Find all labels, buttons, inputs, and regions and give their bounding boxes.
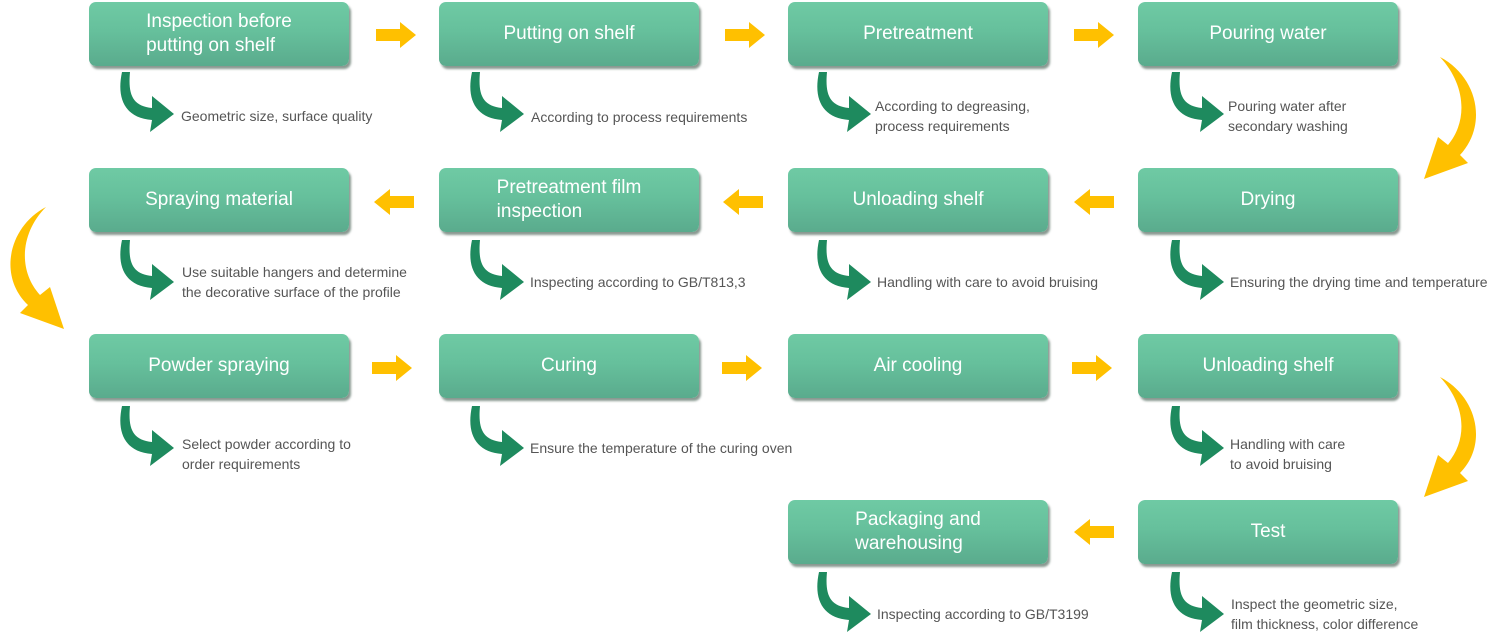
note-line: process requirements: [875, 118, 1010, 134]
step-curing: Curing: [439, 334, 699, 398]
note-line: secondary washing: [1228, 118, 1348, 134]
step-label: inspection: [496, 201, 583, 222]
note-line: the decorative surface of the profile: [182, 284, 401, 300]
step-note: Handling with care to avoid bruising: [1230, 434, 1345, 474]
step-note: Ensuring the drying time and temperature: [1230, 272, 1488, 292]
note-line: Ensure the temperature of the curing ove…: [530, 440, 793, 456]
step-note: According to process requirements: [531, 107, 747, 127]
flow-arrow-left-icon: [1074, 519, 1114, 545]
step-note: Handling with care to avoid bruising: [877, 272, 1098, 292]
note-line: Handling with care: [1230, 436, 1346, 452]
note-line: Inspect the geometric size,: [1231, 596, 1398, 612]
note-line: Ensuring the drying time and temperature: [1230, 274, 1488, 290]
step-packaging-warehousing: Packaging and warehousing: [788, 500, 1048, 564]
curved-flow-arrow-down-icon: [10, 207, 64, 329]
flow-arrow-right-icon: [1074, 22, 1114, 48]
note-arrow-icon: [817, 72, 871, 132]
step-air-cooling: Air cooling: [788, 334, 1048, 398]
note-line: Geometric size, surface quality: [181, 108, 373, 124]
note-arrow-icon: [1170, 572, 1224, 632]
step-label: Pretreatment: [863, 23, 973, 44]
step-note: Ensure the temperature of the curing ove…: [530, 438, 792, 458]
flow-arrow-right-icon: [722, 355, 762, 381]
step-note: Use suitable hangers and determine the de…: [182, 262, 407, 302]
step-note: According to degreasing, process requirem…: [875, 96, 1030, 136]
flow-arrow-left-icon: [374, 189, 414, 215]
step-pouring-water: Pouring water: [1138, 2, 1398, 66]
step-note: Geometric size, surface quality: [181, 106, 372, 126]
step-label: Pretreatment film: [496, 177, 642, 198]
step-label: Spraying material: [145, 189, 293, 210]
note-arrow-icon: [120, 240, 174, 300]
note-arrow-icon: [470, 240, 524, 300]
note-arrow-icon: [120, 72, 174, 132]
step-note: Select powder according to order requirem…: [182, 434, 351, 474]
step-note: Pouring water after secondary washing: [1228, 96, 1348, 136]
step-powder-spraying: Powder spraying: [89, 334, 349, 398]
note-line: Handling with care to avoid bruising: [877, 274, 1099, 290]
step-unloading-shelf-2: Unloading shelf: [1138, 334, 1398, 398]
flow-arrow-right-icon: [1072, 355, 1112, 381]
note-arrow-icon: [817, 572, 871, 632]
step-inspection-before-shelf: Inspection before putting on shelf: [89, 2, 349, 66]
note-arrow-icon: [1170, 406, 1224, 466]
step-label: Air cooling: [873, 355, 963, 376]
step-label: Test: [1250, 521, 1286, 542]
note-arrow-icon: [1170, 240, 1224, 300]
step-label: putting on shelf: [146, 35, 275, 56]
step-putting-on-shelf: Putting on shelf: [439, 2, 699, 66]
step-label: Pouring water: [1209, 23, 1327, 44]
note-arrow-icon: [1170, 72, 1224, 132]
step-label: Drying: [1240, 189, 1296, 210]
step-unloading-shelf-1: Unloading shelf: [788, 168, 1048, 232]
note-arrow-icon: [817, 240, 871, 300]
step-note: Inspecting according to GB/T813,3: [530, 272, 746, 292]
note-line: film thickness, color difference: [1231, 616, 1419, 632]
note-line: Select powder according to: [182, 436, 351, 452]
step-label: Unloading shelf: [852, 189, 984, 210]
note-line: According to degreasing,: [875, 98, 1030, 114]
flow-arrow-left-icon: [1074, 189, 1114, 215]
step-test: Test: [1138, 500, 1398, 564]
flow-arrow-right-icon: [372, 355, 412, 381]
note-line: order requirements: [182, 456, 301, 472]
step-label: Packaging and: [855, 509, 981, 530]
note-arrow-icon: [120, 406, 174, 466]
step-note: Inspect the geometric size, film thicknes…: [1231, 594, 1418, 634]
step-pretreatment: Pretreatment: [788, 2, 1048, 66]
note-arrow-icon: [470, 406, 524, 466]
note-line: Pouring water after: [1228, 98, 1347, 114]
step-label: warehousing: [855, 533, 963, 554]
step-drying: Drying: [1138, 168, 1398, 232]
note-line: Use suitable hangers and determine: [182, 264, 407, 280]
note-arrow-icon: [470, 72, 524, 132]
note-line: to avoid bruising: [1230, 456, 1332, 472]
step-label: Putting on shelf: [503, 23, 635, 44]
step-label: Unloading shelf: [1202, 355, 1334, 376]
note-line: Inspecting according to GB/T3199: [877, 606, 1089, 622]
note-line: According to process requirements: [531, 109, 748, 125]
step-note: Inspecting according to GB/T3199: [877, 604, 1089, 624]
curved-flow-arrow-down-icon: [1424, 377, 1477, 497]
flow-arrow-right-icon: [725, 22, 765, 48]
step-spraying-material: Spraying material: [89, 168, 349, 232]
note-line: Inspecting according to GB/T813,3: [530, 274, 746, 290]
step-label: Curing: [541, 355, 597, 376]
step-pretreatment-film-inspection: Pretreatment film inspection: [439, 168, 699, 232]
flow-arrow-left-icon: [723, 189, 763, 215]
step-label: Inspection before: [146, 11, 292, 32]
curved-flow-arrow-down-icon: [1424, 57, 1477, 179]
flow-arrow-right-icon: [376, 22, 416, 48]
step-label: Powder spraying: [148, 355, 290, 376]
